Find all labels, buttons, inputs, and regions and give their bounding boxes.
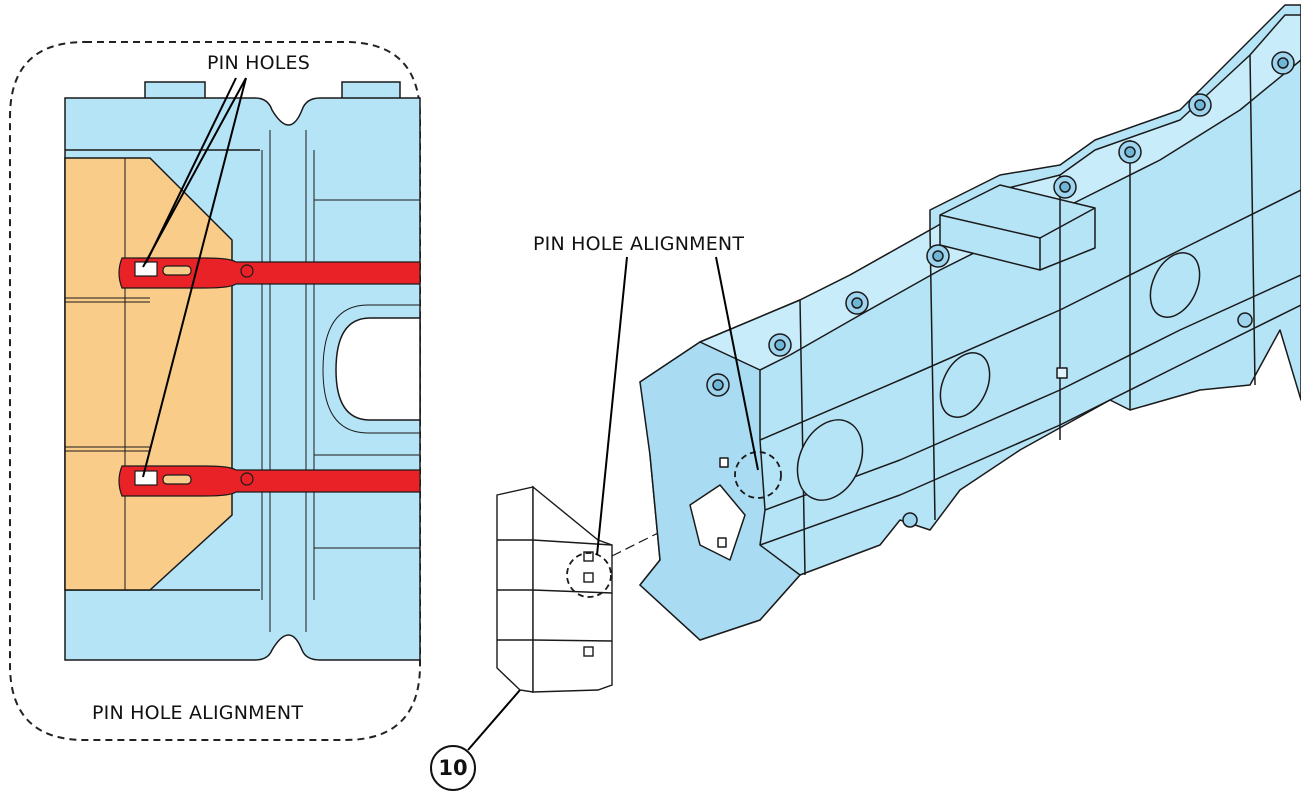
inset-orange-panel bbox=[64, 157, 233, 591]
main-barrier-assembly bbox=[639, 4, 1301, 641]
pin-holes-leaders bbox=[142, 77, 247, 478]
callout-leader bbox=[467, 689, 521, 751]
inset-detail bbox=[9, 41, 421, 741]
inset-strap-bottom bbox=[118, 465, 421, 497]
inset-dashed-border bbox=[9, 41, 421, 741]
fill-caps bbox=[706, 51, 1295, 397]
guard-panel-10 bbox=[496, 485, 613, 693]
pin-holes-label: PIN HOLES bbox=[207, 52, 311, 74]
alignment-leaders bbox=[596, 256, 759, 556]
callout-number: 10 bbox=[430, 745, 476, 791]
inset-caption-label: PIN HOLE ALIGNMENT bbox=[92, 702, 304, 724]
pin-hole-alignment-label: PIN HOLE ALIGNMENT bbox=[533, 233, 745, 255]
inset-strap-top bbox=[118, 257, 421, 289]
